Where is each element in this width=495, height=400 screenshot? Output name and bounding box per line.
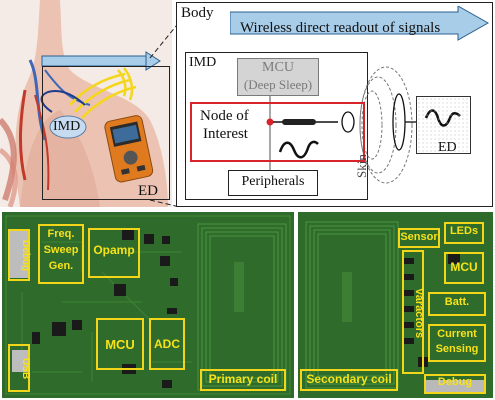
current-label-line2: Sensing (435, 343, 479, 355)
freq-label-line1: Freq. (47, 228, 75, 240)
primary-board (2, 212, 294, 398)
primary-coil-label: Primary coil (208, 372, 278, 386)
photo-ed-label: ED (138, 183, 158, 199)
debug-label-right: Debug (437, 376, 473, 388)
secondary-coil-box (300, 369, 398, 391)
peripherals-box (228, 170, 318, 196)
leds-box (444, 222, 484, 244)
mcu-sleep-box (237, 58, 319, 96)
ed-box (416, 96, 471, 154)
freq-label-line2: Sweep (43, 244, 79, 256)
debug-label-left: Debug (20, 240, 31, 272)
mcu-box-left (96, 318, 144, 370)
secondary-board (298, 212, 493, 398)
batt-label: Batt. (444, 296, 470, 308)
current-label-line1: Current (437, 328, 477, 340)
node-label-line1: Node of (200, 108, 249, 124)
node-of-interest-box (190, 102, 365, 162)
batt-box (428, 292, 486, 316)
imd-label: IMD (189, 55, 217, 70)
primary-board-traces (2, 212, 294, 398)
adc-box (149, 318, 185, 370)
mcu-box-right (444, 252, 484, 284)
freq-gen-box (38, 224, 84, 284)
mcu-label-left: MCU (105, 337, 135, 352)
node-label-line2: Interest (203, 126, 248, 142)
readout-arrow (230, 6, 490, 41)
varactors-label: Varactors (413, 287, 425, 339)
anatomy-illustration (0, 0, 172, 207)
debug-box-right (424, 374, 486, 394)
body-label: Body (181, 5, 214, 21)
usb-label: USB (20, 358, 31, 380)
freq-label-line3: Gen. (48, 260, 74, 272)
mcu-label-right: MCU (450, 260, 478, 274)
readout-arrow-label: Wireless direct readout of signals (240, 20, 441, 36)
current-sensing-box (428, 324, 486, 362)
photo-imd-label: IMD (53, 119, 81, 134)
sensor-label: Sensor (400, 231, 438, 243)
debug-box-left (8, 229, 30, 281)
usb-box (8, 344, 30, 392)
photo-frame (42, 66, 170, 200)
skin-label: Skin (354, 154, 369, 178)
mcu-sleep-label: MCU (262, 60, 294, 75)
adc-label: ADC (154, 337, 180, 351)
sensor-box (398, 228, 440, 248)
varactors-box (402, 250, 424, 374)
opamp-box (88, 228, 140, 278)
primary-coil-box (200, 369, 286, 391)
secondary-coil-label: Secondary coil (306, 372, 392, 386)
peripherals-label: Peripherals (241, 174, 305, 189)
leds-label: LEDs (449, 225, 479, 237)
body-photo: IMD ED (0, 0, 172, 207)
opamp-label: Opamp (93, 243, 135, 257)
ed-label: ED (438, 140, 457, 155)
mcu-sleep-sub: (Deep Sleep) (243, 77, 313, 92)
